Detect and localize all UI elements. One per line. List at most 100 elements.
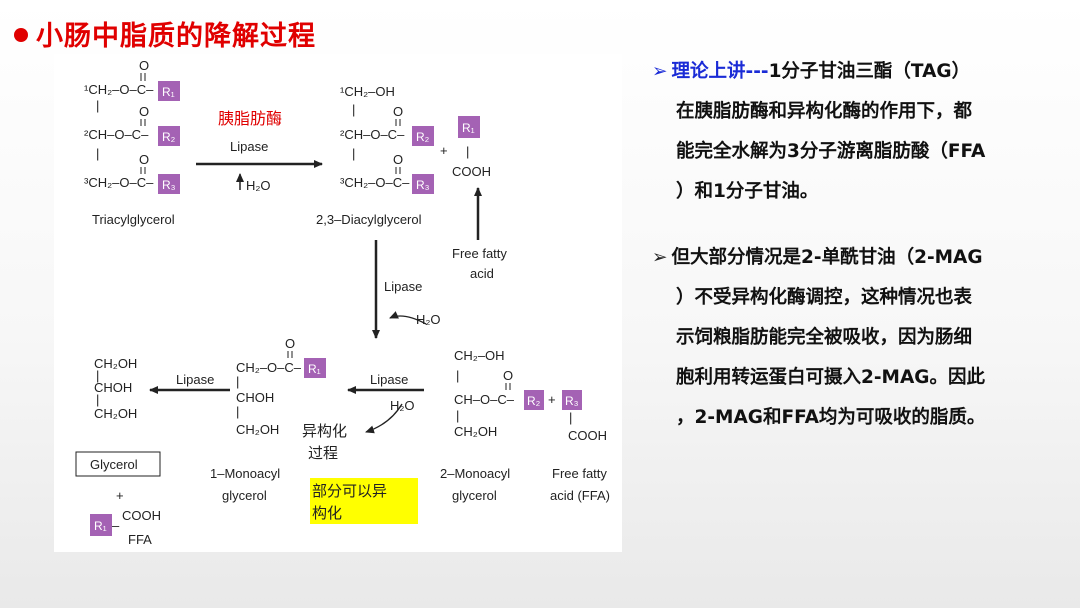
- diagram-svg: O ¹CH₂–O–C– R₁ | O ²CH–O–C– R₂ | O ³CH₂–…: [75, 58, 610, 547]
- reality-line-2: ）不受异构化酶调控，这种情况也表: [676, 287, 973, 308]
- reality-paragraph: ➢但大部分情况是2-单酰甘油（2-MAG ）不受异构化酶调控，这种情况也表 示饲…: [652, 238, 1062, 438]
- mag2-r2-box: [524, 390, 544, 410]
- theory-line-1: 1分子甘油三酯（TAG）: [768, 61, 971, 82]
- lipase-label-1: Lipase: [230, 139, 268, 154]
- page-title: 小肠中脂质的降解过程: [14, 14, 316, 53]
- cooh-3: COOH: [122, 508, 161, 523]
- water-label-3: H₂O: [390, 398, 415, 413]
- svg-text:R₂: R₂: [416, 130, 430, 144]
- partial-l2: 构化: [312, 504, 342, 522]
- diacylglycerol-structure: ¹CH₂–OH | O ²CH–O–C– R₂ | O ³CH₂–O–C– R₃…: [316, 84, 434, 227]
- 2-monoacylglycerol-structure: CH₂–OH | O CH–O–C– R₂ + R₃ | COOH | CH₂O…: [440, 348, 610, 503]
- arrow-bullet-icon: ➢: [652, 61, 668, 82]
- theory-paragraph: ➢理论上讲---1分子甘油三酯（TAG） 在胰脂肪酶和异构化酶的作用下，都 能完…: [652, 52, 1062, 212]
- carbonyl-o-3: O: [139, 152, 149, 167]
- mag1-row2: CHOH: [236, 390, 274, 405]
- partial-l1: 部分可以异: [312, 482, 387, 500]
- free-fatty-acid-l1: Free fatty: [452, 246, 507, 261]
- free-fatty-acid-l2: acid: [470, 266, 494, 281]
- mag1-r1-box: [304, 358, 326, 378]
- svg-text:|: |: [236, 404, 239, 419]
- 1-monoacylglycerol-structure: O CH₂–O–C– R₁ | CHOH | CH₂OH 1–Monoacyl …: [210, 336, 326, 503]
- gly-row1: CH₂OH: [94, 356, 137, 371]
- reality-line-5: ，2-MAG和FFA均为可吸收的脂质。: [676, 407, 986, 428]
- tag-row2: ²CH–O–C–: [84, 127, 149, 142]
- dag-bond-1: |: [352, 102, 355, 117]
- cooh-1: COOH: [452, 164, 491, 179]
- svg-text:|: |: [569, 410, 572, 425]
- svg-text:O: O: [503, 368, 513, 383]
- reality-line-3: 示饲粮脂肪能完全被吸收，因为肠细: [676, 327, 973, 348]
- glycerol-box: [75, 451, 161, 477]
- dag-row1: ¹CH₂–OH: [340, 84, 395, 99]
- dag-r3-box: [412, 174, 434, 194]
- svg-text:R₁: R₁: [94, 519, 107, 533]
- dag-r2-box: [412, 126, 434, 146]
- isomerization-l2: 过程: [308, 444, 338, 462]
- triacylglycerol-structure: O ¹CH₂–O–C– R₁ | O ²CH–O–C– R₂ | O ³CH₂–…: [84, 58, 180, 227]
- partial-highlight: [310, 478, 418, 524]
- svg-text:|: |: [456, 368, 459, 383]
- theory-line-4: ）和1分子甘油。: [676, 181, 819, 202]
- arrow-bullet-icon-2: ➢: [652, 247, 668, 268]
- plus-1: +: [440, 143, 448, 158]
- r1-box: [158, 81, 180, 101]
- svg-text:|: |: [96, 368, 99, 383]
- lipase-label-2: Lipase: [384, 279, 422, 294]
- mag1-row1: CH₂–O–C–: [236, 360, 302, 375]
- bullet-dot-icon: [14, 27, 28, 42]
- bond-1: |: [96, 98, 99, 113]
- svg-text:|: |: [96, 392, 99, 407]
- ffa-l1: Free fatty: [552, 466, 607, 481]
- svg-text:|: |: [456, 408, 459, 423]
- svg-text:–: –: [112, 518, 120, 533]
- svg-text:|: |: [352, 146, 355, 161]
- mag2-row3: CH₂OH: [454, 424, 497, 439]
- monoacyl1-l2: glycerol: [222, 488, 267, 503]
- r3-label: R₃: [162, 178, 176, 192]
- monoacyl2-l2: glycerol: [452, 488, 497, 503]
- triacylglycerol-label: Triacylglycerol: [92, 212, 175, 227]
- svg-text:R₃: R₃: [416, 178, 430, 192]
- bond-2: |: [96, 146, 99, 161]
- svg-text:R₃: R₃: [565, 394, 579, 408]
- gly-row2: CHOH: [94, 380, 132, 395]
- reality-line-4: 胞利用转运蛋白可摄入2-MAG。因此: [676, 367, 985, 388]
- dag-row3: ³CH₂–O–C–: [340, 175, 410, 190]
- water-arrow-3: [365, 403, 403, 434]
- r2-box: [158, 126, 180, 146]
- mag2-r3-box: [562, 390, 582, 410]
- isomerization-l1: 异构化: [302, 422, 347, 440]
- reality-line-1: 但大部分情况是2-单酰甘油（2-MAG: [671, 247, 983, 268]
- ffa-r1-box: [458, 116, 480, 138]
- svg-text:O: O: [285, 336, 295, 351]
- svg-text:O: O: [393, 104, 403, 119]
- mag2-row2: CH–O–C–: [454, 392, 515, 407]
- ffa-short-label: FFA: [128, 532, 152, 547]
- diacylglycerol-label: 2,3–Diacylglycerol: [316, 212, 422, 227]
- svg-text:R₁: R₁: [308, 362, 321, 376]
- ffa-l2: acid (FFA): [550, 488, 610, 503]
- page-title-text: 小肠中脂质的降解过程: [36, 21, 316, 52]
- svg-text:R₁: R₁: [462, 121, 475, 135]
- r1-label: R₁: [162, 85, 175, 99]
- r3-box: [158, 174, 180, 194]
- tag-row1: ¹CH₂–O–C–: [84, 82, 154, 97]
- monoacyl2-l1: 2–Monoacyl: [440, 466, 510, 481]
- theory-line-2: 在胰脂肪酶和异构化酶的作用下，都: [676, 101, 973, 122]
- mag2-row1: CH₂–OH: [454, 348, 505, 363]
- pancreatic-lipase-label: 胰脂肪酶: [218, 109, 282, 128]
- ffa-r1-box-2: [90, 514, 112, 536]
- tag-row3: ³CH₂–O–C–: [84, 175, 154, 190]
- theory-lead: 理论上讲---: [671, 61, 769, 82]
- mag1-row3: CH₂OH: [236, 422, 279, 437]
- gly-row3: CH₂OH: [94, 406, 137, 421]
- water-label-1: H₂O: [246, 178, 271, 193]
- water-arrow-2: [389, 311, 427, 325]
- svg-text:R₂: R₂: [527, 394, 541, 408]
- cooh-2: COOH: [568, 428, 607, 443]
- theory-line-3: 能完全水解为3分子游离脂肪酸（FFA: [676, 141, 986, 162]
- monoacyl1-l1: 1–Monoacyl: [210, 466, 280, 481]
- water-label-2: H₂O: [416, 312, 441, 327]
- svg-text:|: |: [466, 144, 469, 159]
